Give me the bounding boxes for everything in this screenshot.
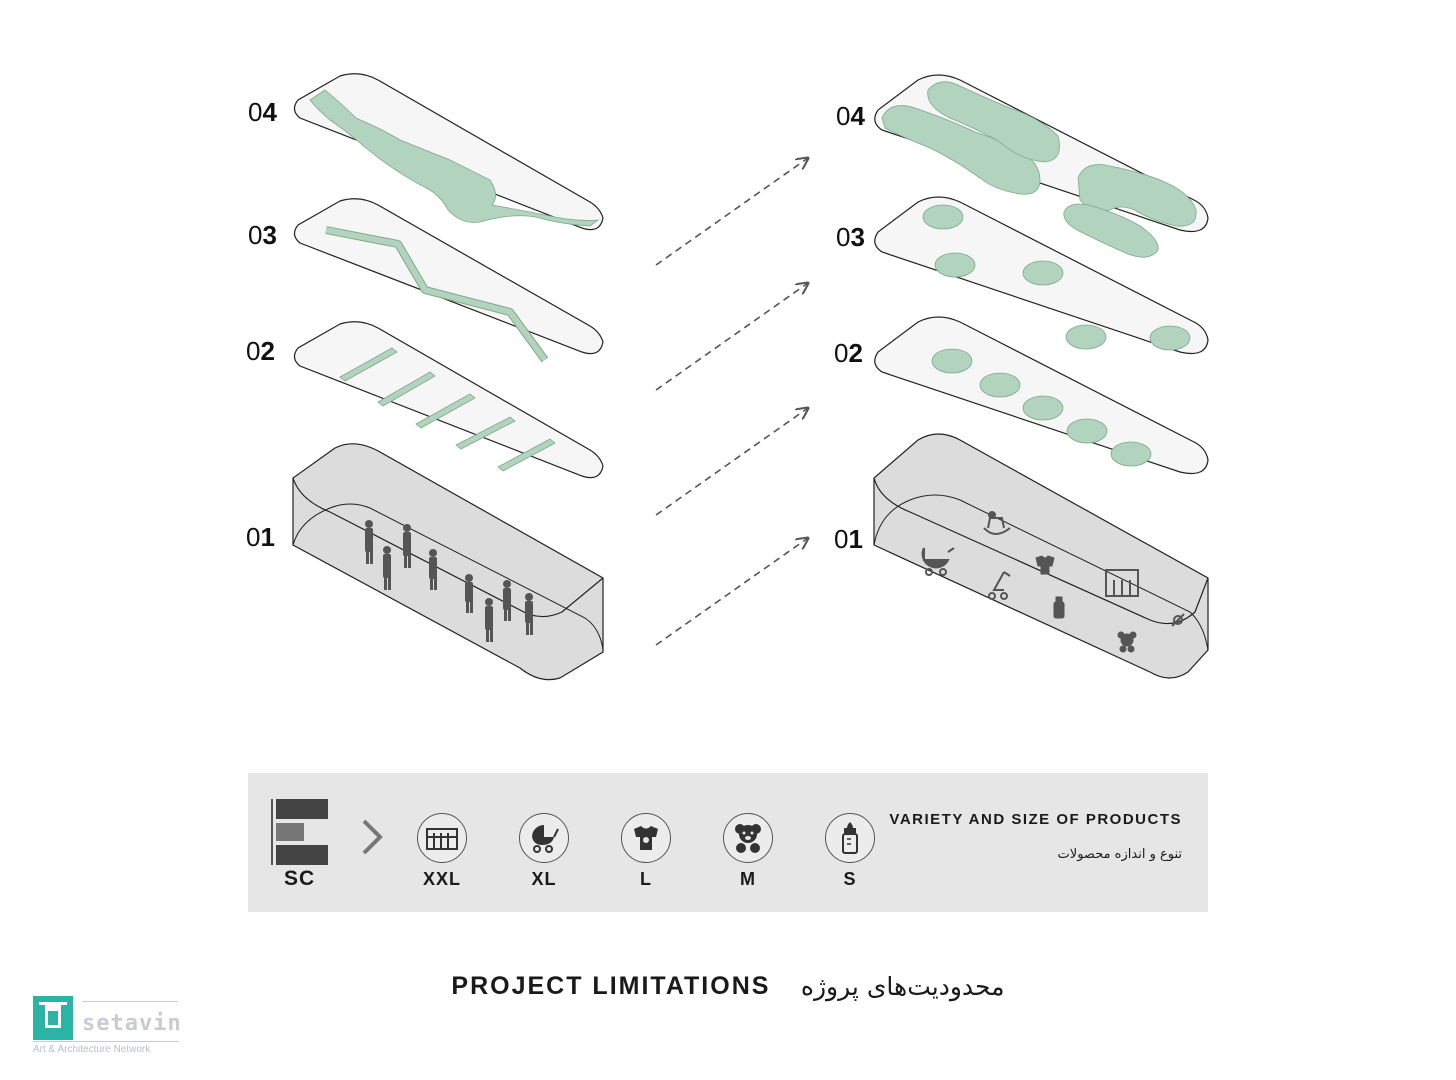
- logo-rule: [82, 1001, 178, 1002]
- left-label-02: 02: [246, 336, 275, 366]
- arrow-layer-03: [655, 283, 808, 391]
- person-5: [465, 574, 473, 613]
- person-2: [383, 546, 391, 590]
- logo-rule-bottom: [33, 1041, 179, 1042]
- size-l: L: [616, 813, 676, 890]
- pram-icon: [921, 547, 955, 576]
- person-1: [365, 520, 373, 564]
- scale-label: SC: [284, 867, 316, 890]
- person-6: [485, 598, 493, 642]
- bench-strips: [339, 347, 556, 472]
- bodysuit-icon: [1035, 555, 1055, 575]
- right-label-02: 02: [834, 338, 863, 368]
- legend-title: VARIETY AND SIZE OF PRODUCTS: [889, 811, 1182, 828]
- stroller-icon: [519, 813, 569, 863]
- people-silhouettes: [365, 520, 533, 642]
- size-label-s: S: [843, 869, 857, 889]
- scale-bars-icon: [271, 799, 328, 865]
- setavin-logo: setavin Art & Architecture Network: [30, 993, 190, 1063]
- baby-bottle-icon: [825, 813, 875, 863]
- logo-mark-icon: [33, 996, 73, 1040]
- person-8: [525, 593, 533, 635]
- chevron-right-icon: [362, 819, 383, 855]
- diagram-canvas: 04 03 02 01: [246, 73, 1209, 681]
- teddy-bear-icon: [723, 813, 773, 863]
- right-layer-01: [873, 433, 1209, 679]
- baby-bodysuit-icon: [621, 813, 671, 863]
- right-layer-04: [874, 74, 1209, 258]
- stroller-icon: [988, 571, 1011, 600]
- rocking-horse-icon: [983, 511, 1011, 535]
- green-blobs: [881, 81, 1197, 258]
- left-label-03: 03: [248, 220, 277, 250]
- left-layer-04: [293, 73, 604, 231]
- bottle-icon: [1053, 596, 1065, 619]
- size-xxl: XXL: [412, 813, 472, 890]
- size-label-xl: XL: [531, 869, 557, 889]
- left-layer-03: [293, 198, 604, 363]
- right-label-04: 04: [836, 101, 865, 131]
- size-label-m: M: [740, 869, 756, 889]
- right-label-03: 03: [836, 222, 865, 252]
- size-s: S: [820, 813, 880, 890]
- left-label-01: 01: [246, 522, 275, 552]
- arrow-layer-01: [655, 538, 808, 646]
- size-label-l: L: [640, 869, 652, 889]
- crib-icon: [1105, 569, 1139, 597]
- green-spots: [922, 204, 1191, 351]
- legend-subtitle: تنوع و اندازه محصولات: [1057, 847, 1182, 862]
- size-label-xxl: XXL: [422, 869, 461, 889]
- legend-panel: SC XXL XL L M S VARIETY AND SIZE OF PROD…: [248, 773, 1208, 912]
- left-layer-02: [293, 321, 604, 479]
- person-4: [429, 549, 437, 590]
- left-label-04: 04: [248, 97, 277, 127]
- pacifier-icon: [1171, 613, 1185, 627]
- teddy-icon: [1117, 631, 1137, 653]
- transformation-arrows: [655, 158, 808, 646]
- right-stack: 04 03 02 01: [834, 74, 1209, 679]
- size-m: M: [718, 813, 778, 890]
- logo-name: setavin: [82, 1011, 182, 1036]
- logo-tagline: Art & Architecture Network: [33, 1044, 151, 1055]
- arrow-layer-04: [655, 158, 808, 266]
- arrow-layer-02: [655, 408, 808, 516]
- crib-icon: [417, 813, 467, 863]
- left-layer-01: [292, 443, 604, 681]
- size-xl: XL: [514, 813, 574, 890]
- right-label-01: 01: [834, 524, 863, 554]
- green-spots-row: [931, 348, 1152, 467]
- product-icons: [921, 511, 1185, 653]
- title-persian: محدودیت‌های پروژه: [800, 972, 1005, 1001]
- person-7: [503, 580, 511, 621]
- title-english: PROJECT LIMITATIONS: [451, 972, 771, 1000]
- page-title: PROJECT LIMITATIONS محدودیت‌های پروژه: [0, 972, 1456, 1001]
- person-3: [403, 524, 411, 568]
- right-layer-02: [874, 316, 1209, 475]
- right-layer-03: [874, 196, 1209, 355]
- left-stack: 04 03 02 01: [246, 73, 604, 681]
